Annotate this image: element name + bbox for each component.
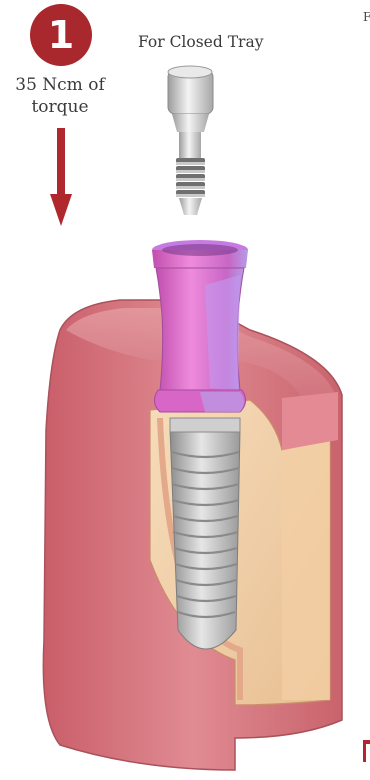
impression-screw: [168, 66, 213, 215]
transfer-coping: [152, 240, 248, 412]
dental-implant: [170, 418, 240, 649]
edge-mark: [363, 740, 370, 762]
down-arrow-icon: [50, 128, 72, 226]
